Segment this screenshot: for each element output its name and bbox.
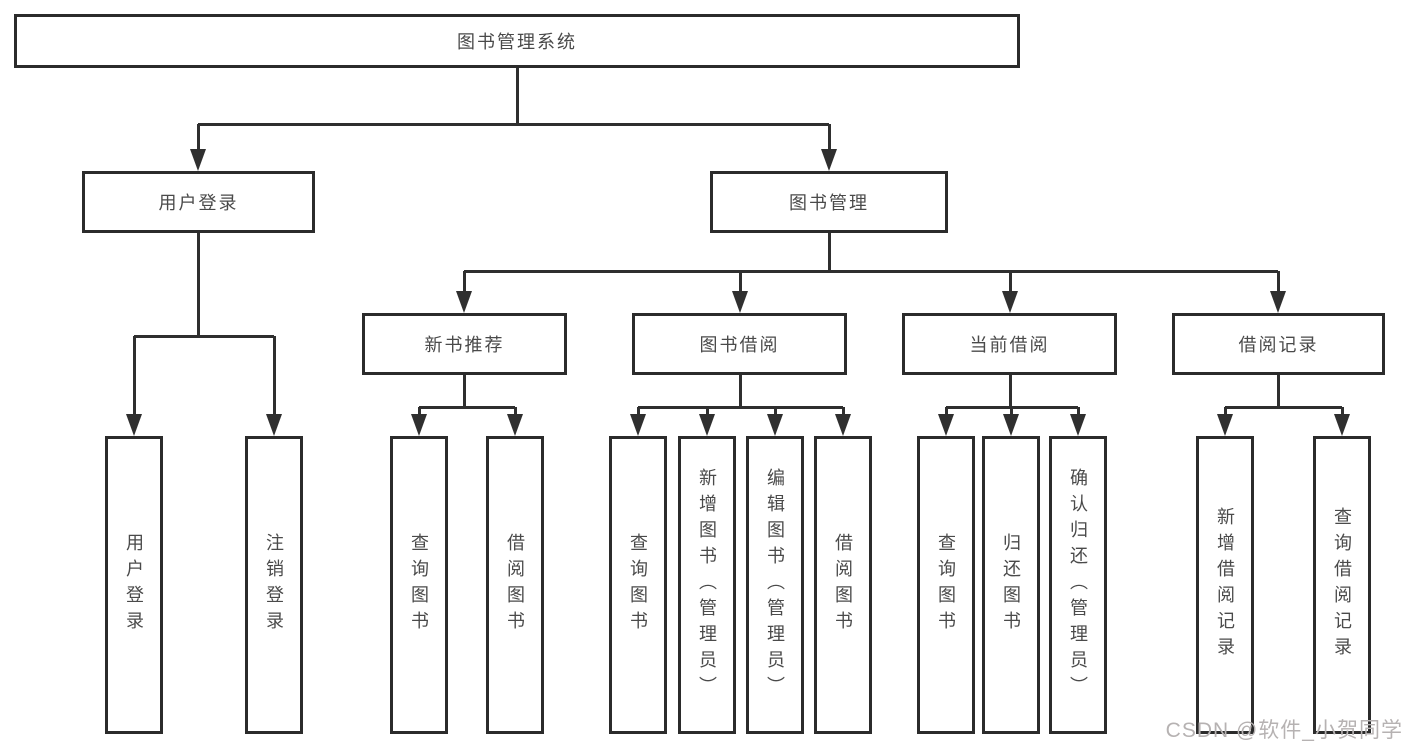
csdn-watermark: CSDN @软件_小贺同学 [1165,719,1403,742]
connector-segment [1008,375,1012,408]
connector-segment [513,407,517,416]
leaf-borrowing-search-books: 查询图书 [609,436,667,734]
arrowhead-down [1070,414,1086,436]
leaf-newbook-search-books-label: 查询图书 [409,533,429,637]
connector-segment [417,407,421,416]
node-current-borrowing-label: 当前借阅 [969,335,1050,355]
connector-segment [944,407,948,416]
connector-segment [1076,407,1080,416]
arrowhead-down [190,149,206,171]
connector-segment [1276,375,1280,408]
arrowhead-down [699,414,715,436]
arrowhead-down [732,291,748,313]
connector-segment [1340,407,1344,416]
node-book-management: 图书管理 [710,171,948,233]
connector-segment [464,269,1278,273]
leaf-borrowing-search-books-label: 查询图书 [628,533,648,637]
leaf-current-search-books: 查询图书 [917,436,975,734]
connector-segment [636,407,640,416]
arrowhead-down [1003,414,1019,436]
connector-segment [515,68,519,124]
arrowhead-down [630,414,646,436]
node-user-login-label: 用户登录 [158,193,239,213]
connector-segment [134,334,274,338]
leaf-newbook-borrow-books: 借阅图书 [486,436,544,734]
connector-segment [198,122,829,126]
leaf-records-search-record: 查询借阅记录 [1313,436,1371,734]
connector-segment [738,271,742,292]
leaf-borrowing-edit-books-admin-label: 编辑图书（管理员） [765,468,785,702]
leaf-current-return-books-label: 归还图书 [1001,533,1021,637]
leaf-borrowing-add-books-admin: 新增图书（管理员） [678,436,736,734]
connector-segment [738,375,742,408]
leaf-current-confirm-return-admin: 确认归还（管理员） [1049,436,1107,734]
node-user-login: 用户登录 [82,171,315,233]
node-book-management-label: 图书管理 [789,193,869,213]
arrowhead-down [1002,291,1018,313]
arrowhead-down [938,414,954,436]
leaf-borrowing-edit-books-admin: 编辑图书（管理员） [746,436,804,734]
node-new-book-recommend: 新书推荐 [362,313,567,375]
connector-segment [1009,407,1013,416]
connector-segment [132,336,136,415]
leaf-user-login: 用户登录 [105,436,163,734]
leaf-records-search-record-label: 查询借阅记录 [1332,507,1352,663]
arrowhead-down [266,414,282,436]
arrowhead-down [507,414,523,436]
node-book-borrowing-label: 图书借阅 [699,335,780,355]
connector-segment [705,407,709,416]
connector-segment [638,405,843,409]
connector-segment [1276,271,1280,292]
leaf-borrowing-borrow-books-label: 借阅图书 [833,533,853,637]
connector-segment [827,233,831,271]
connector-segment [419,405,515,409]
node-borrowing-records: 借阅记录 [1172,313,1385,375]
arrowhead-down [126,414,142,436]
leaf-current-confirm-return-admin-label: 确认归还（管理员） [1068,468,1088,702]
arrowhead-down [1270,291,1286,313]
leaf-borrowing-borrow-books: 借阅图书 [814,436,872,734]
connector-segment [1225,405,1342,409]
leaf-records-add-record-label: 新增借阅记录 [1215,507,1235,663]
arrowhead-down [456,291,472,313]
node-current-borrowing: 当前借阅 [902,313,1117,375]
node-borrowing-records-label: 借阅记录 [1238,335,1319,355]
connector-segment [196,124,200,151]
leaf-user-login-label: 用户登录 [124,533,144,637]
connector-segment [773,407,777,416]
connector-segment [462,271,466,292]
connector-segment [272,336,276,415]
leaf-logout: 注销登录 [245,436,303,734]
arrowhead-down [767,414,783,436]
leaf-logout-label: 注销登录 [264,533,284,637]
arrowhead-down [821,149,837,171]
node-root: 图书管理系统 [14,14,1020,68]
connector-segment [827,124,831,151]
connector-segment [1223,407,1227,416]
connector-segment [462,375,466,408]
arrowhead-down [835,414,851,436]
leaf-current-return-books: 归还图书 [982,436,1040,734]
arrowhead-down [1217,414,1233,436]
connector-segment [1008,271,1012,292]
node-book-borrowing: 图书借阅 [632,313,847,375]
leaf-borrowing-add-books-admin-label: 新增图书（管理员） [697,468,717,702]
leaf-newbook-borrow-books-label: 借阅图书 [505,533,525,637]
leaf-current-search-books-label: 查询图书 [936,533,956,637]
arrowhead-down [1334,414,1350,436]
leaf-records-add-record: 新增借阅记录 [1196,436,1254,734]
arrowhead-down [411,414,427,436]
node-root-label: 图书管理系统 [457,32,577,52]
node-new-book-recommend-label: 新书推荐 [424,335,505,355]
leaf-newbook-search-books: 查询图书 [390,436,448,734]
connector-segment [841,407,845,416]
connector-segment [196,233,200,336]
